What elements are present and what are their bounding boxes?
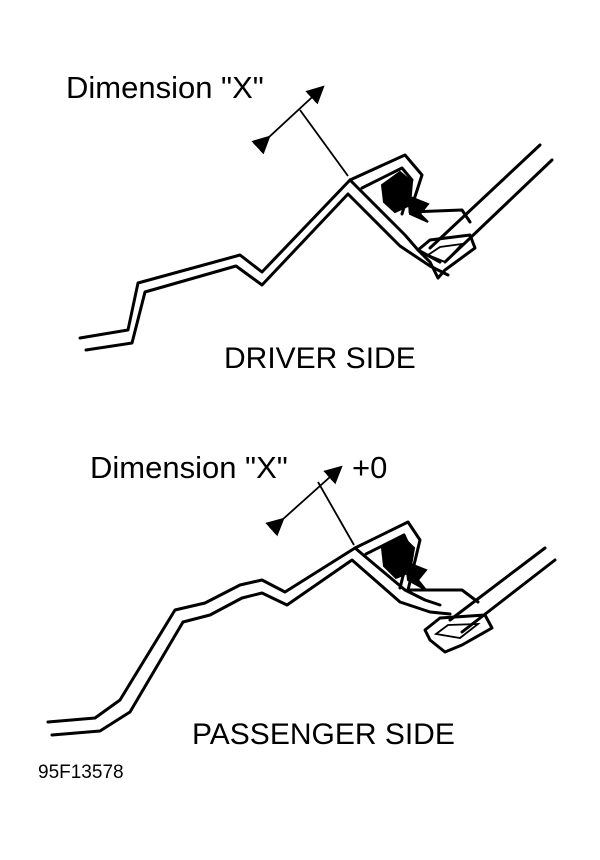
driver-seal-block xyxy=(380,170,414,214)
driver-leader-line xyxy=(299,109,349,177)
passenger-leader-line xyxy=(317,481,355,546)
driver-body-panel-outer xyxy=(78,178,442,340)
passenger-door-frame-outer xyxy=(448,546,547,622)
passenger-dimension-arrow xyxy=(265,465,343,537)
passenger-side-section xyxy=(46,465,557,737)
passenger-lip-seal-inner xyxy=(433,623,481,639)
passenger-door-frame-inner xyxy=(460,558,557,634)
figure-id: 95F13578 xyxy=(38,762,124,783)
passenger-body-panel-inner xyxy=(50,558,452,737)
driver-door-frame-outer xyxy=(428,143,542,250)
passenger-fastener xyxy=(404,560,428,591)
driver-lip-seal xyxy=(416,233,477,280)
driver-lip-seal-inner xyxy=(426,242,465,264)
driver-dimension-label: Dimension "X" xyxy=(66,70,264,105)
passenger-side-label: PASSENGER SIDE xyxy=(192,718,455,751)
driver-body-panel-inner xyxy=(84,192,450,352)
driver-side-section xyxy=(78,85,554,352)
driver-dimension-arrow xyxy=(251,85,325,155)
driver-side-label: DRIVER SIDE xyxy=(224,342,416,375)
passenger-body-panel-outer xyxy=(46,546,442,724)
passenger-dimension-label: Dimension "X" xyxy=(90,450,288,485)
passenger-lip-seal xyxy=(423,613,494,654)
driver-fastener xyxy=(406,194,430,223)
passenger-offset-label: +0 xyxy=(352,450,388,485)
driver-retainer-channel xyxy=(348,153,472,224)
driver-door-frame-inner xyxy=(443,158,554,264)
